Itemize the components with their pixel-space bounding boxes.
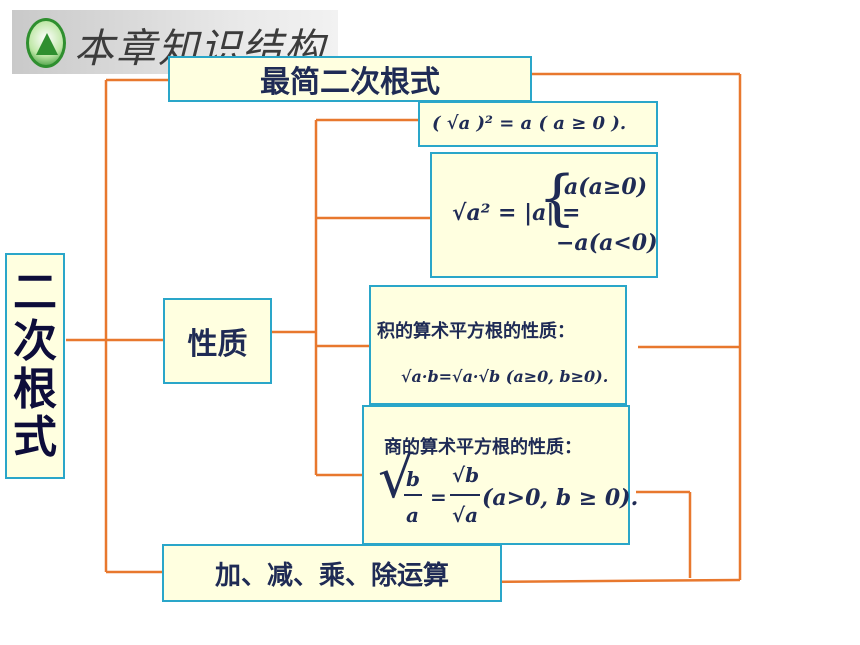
- lhs-fraction-bar: [404, 494, 422, 496]
- property-3-title: 积的算术平方根的性质：: [377, 321, 575, 342]
- property-2-case-1: a(a≥0): [564, 174, 648, 200]
- property-2-lhs: √a² = |a| =: [452, 200, 581, 226]
- property-4-rhs-numerator: √b: [452, 463, 480, 487]
- brace-icon: {: [538, 163, 577, 233]
- property-4-title: 商的算术平方根的性质：: [384, 437, 582, 458]
- property-4-lhs-denominator: a: [406, 503, 419, 527]
- node-operations: 加、减、乘、除运算: [162, 544, 502, 602]
- mountain-logo-icon: [26, 18, 66, 68]
- rhs-fraction-bar: [450, 494, 480, 496]
- property-box-3: 积的算术平方根的性质： √a·b=√a·√b (a≥0, b≥0).: [369, 285, 627, 405]
- property-box-2: √a² = |a| = { a(a≥0) −a(a<0): [430, 152, 658, 278]
- property-1-formula: ( √a )² = a ( a ≥ 0 ).: [432, 113, 627, 134]
- property-3-formula: √a·b=√a·√b (a≥0, b≥0).: [401, 367, 609, 386]
- property-box-4: 商的算术平方根的性质： √ b a = √b √a (a>0, b ≥ 0).: [362, 405, 638, 545]
- node-simplest-radical: 最简二次根式: [168, 56, 532, 102]
- property-box-1: ( √a )² = a ( a ≥ 0 ).: [418, 101, 658, 147]
- root-char-3: 根: [13, 364, 57, 415]
- root-node-quadratic-radical: 二 次 根 式: [5, 253, 65, 479]
- property-2-case-2: −a(a<0): [556, 230, 658, 256]
- property-4-rhs-denominator: √a: [452, 503, 479, 527]
- property-4-condition: (a>0, b ≥ 0).: [482, 485, 639, 511]
- node-properties: 性质: [163, 298, 272, 384]
- root-char-4: 式: [13, 412, 57, 464]
- root-char-1: 二: [13, 267, 57, 319]
- root-char-2: 次: [13, 315, 57, 367]
- radical-sign-icon: √: [378, 446, 414, 511]
- equals-sign-icon: =: [430, 485, 447, 509]
- operations-return: [469, 578, 741, 584]
- property-4-lhs-numerator: b: [406, 467, 420, 491]
